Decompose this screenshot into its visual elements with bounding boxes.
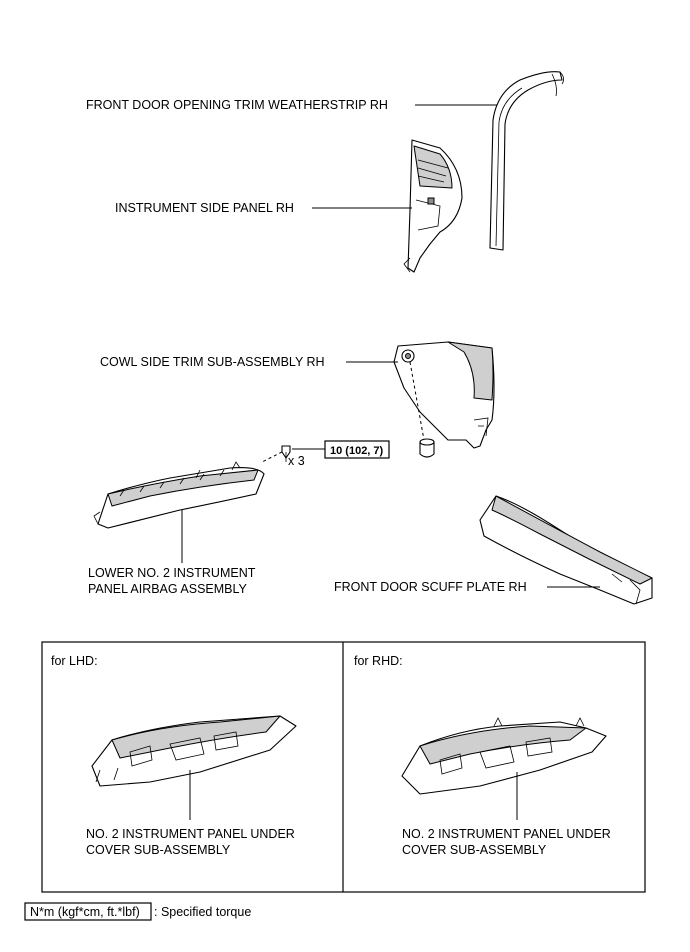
rhd-label-line1: NO. 2 INSTRUMENT PANEL UNDER xyxy=(402,827,611,841)
cowl-side-trim-part xyxy=(393,341,495,449)
legend-unit-box xyxy=(24,902,152,921)
weatherstrip-part xyxy=(489,71,564,251)
cowl-side-trim-label: COWL SIDE TRIM SUB-ASSEMBLY RH xyxy=(100,355,325,369)
scuff-plate-part xyxy=(479,495,653,605)
lhd-under-cover-part xyxy=(91,715,297,787)
lower-airbag-label-line1: LOWER NO. 2 INSTRUMENT xyxy=(88,566,256,580)
lhd-label-line2: COVER SUB-ASSEMBLY xyxy=(86,843,231,857)
lower-airbag-label-line2: PANEL AIRBAG ASSEMBLY xyxy=(88,582,248,596)
lhd-title: for LHD: xyxy=(51,654,98,668)
screw-part xyxy=(281,445,291,462)
rhd-under-cover-part xyxy=(401,717,607,795)
side-panel-label: INSTRUMENT SIDE PANEL RH xyxy=(115,201,294,215)
quantity-label: x 3 xyxy=(288,454,305,468)
clip-dash-line xyxy=(409,361,425,441)
legend-unit: N*m (kgf*cm, ft.*lbf) xyxy=(30,905,140,919)
rhd-title: for RHD: xyxy=(354,654,403,668)
torque-value: 10 (102, 7) xyxy=(330,445,384,457)
lhd-label-line1: NO. 2 INSTRUMENT PANEL UNDER xyxy=(86,827,295,841)
weatherstrip-label: FRONT DOOR OPENING TRIM WEATHERSTRIP RH xyxy=(86,98,388,112)
rhd-label-line2: COVER SUB-ASSEMBLY xyxy=(402,843,547,857)
lower-airbag-part xyxy=(93,461,265,529)
screw-dash-line xyxy=(261,451,283,463)
clip-part xyxy=(419,438,435,458)
legend-description: : Specified torque xyxy=(154,905,251,919)
scuff-plate-label: FRONT DOOR SCUFF PLATE RH xyxy=(334,580,527,594)
torque-box xyxy=(324,440,390,459)
instrument-side-panel-part xyxy=(403,139,463,273)
